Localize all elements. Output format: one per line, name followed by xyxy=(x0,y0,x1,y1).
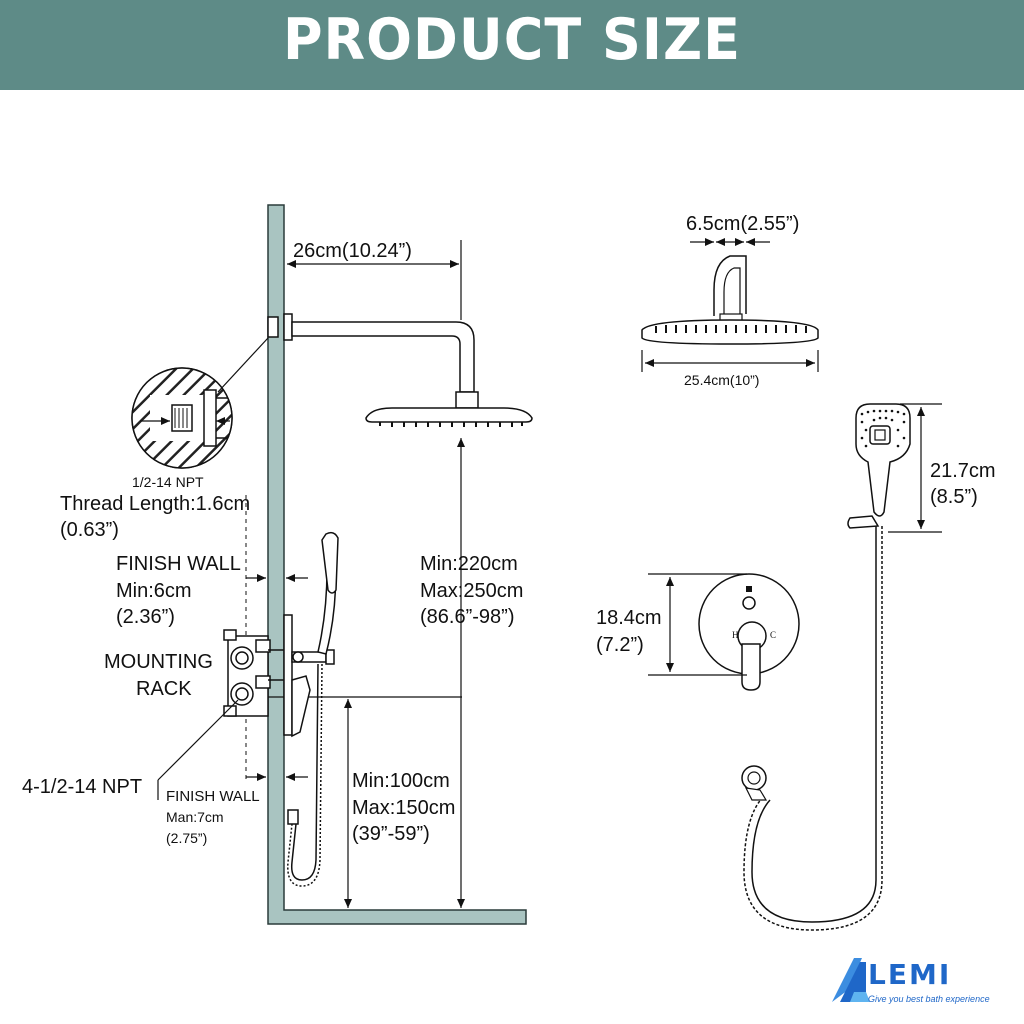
arm-length-label: 26cm(10.24”) xyxy=(293,240,412,262)
valve-trim-side xyxy=(283,531,339,825)
handheld-shower xyxy=(741,403,911,931)
rain-shower-head xyxy=(365,407,533,427)
head-diameter-label: 25.4cm(10”) xyxy=(684,372,760,388)
valve-height-inch: (39”-59”) xyxy=(352,823,430,845)
trim-diameter-inch-label: (7.2”) xyxy=(596,634,644,656)
wall xyxy=(267,204,527,925)
finish-wall-top-min: Min:6cm xyxy=(116,580,192,602)
showerhead-height-inch: (86.6”-98”) xyxy=(420,606,515,628)
brand-logo-mark xyxy=(832,958,870,1002)
svg-text:H: H xyxy=(732,630,739,640)
showerhead-height-max: Max:250cm xyxy=(420,580,524,602)
valve-trim-front: H C xyxy=(698,573,800,691)
trim-diameter-label: 18.4cm xyxy=(596,607,662,629)
thread-length-label: Thread Length:1.6cm xyxy=(60,493,251,515)
finish-wall-arrows xyxy=(246,574,308,781)
hose-left xyxy=(287,663,323,887)
thread-length-inch-label: (0.63”) xyxy=(60,519,119,541)
finish-wall-top-inch: (2.36”) xyxy=(116,606,175,628)
thread-detail-callout xyxy=(131,337,269,469)
outlet-npt-label: 4-1/2-14 NPT xyxy=(22,776,143,798)
brand-logo-text: LEMI xyxy=(868,958,952,991)
shower-arm xyxy=(267,313,479,409)
valve-height-max: Max:150cm xyxy=(352,797,456,819)
thread-type-label: 1/2-14 NPT xyxy=(132,474,204,490)
handheld-length-label: 21.7cm xyxy=(930,460,996,482)
mounting-rack-label-line2: RACK xyxy=(136,678,192,700)
handheld-length-inch-label: (8.5”) xyxy=(930,486,978,508)
arm-width-label: 6.5cm(2.55”) xyxy=(686,213,800,235)
handheld-length-dimension xyxy=(888,403,942,533)
header-banner: PRODUCT SIZE xyxy=(0,0,1024,90)
svg-text:C: C xyxy=(770,630,776,640)
brand-tagline: Give you best bath experience xyxy=(868,994,990,1004)
mounting-rack-label-line1: MOUNTING xyxy=(104,651,213,673)
head-diameter-dimension xyxy=(641,350,819,372)
finish-wall-bottom-label: FINISH WALL xyxy=(166,788,260,805)
valve-height-min: Min:100cm xyxy=(352,770,450,792)
finish-wall-bottom-inch: (2.75”) xyxy=(166,830,208,846)
page-title: PRODUCT SIZE xyxy=(282,6,742,73)
rain-head-top-view xyxy=(641,255,819,345)
arm-length-dimension xyxy=(287,240,462,320)
finish-wall-bottom-max: Man:7cm xyxy=(166,809,224,825)
npt-leader xyxy=(157,699,239,800)
showerhead-height-min: Min:220cm xyxy=(420,553,518,575)
trim-diameter-dimension xyxy=(648,573,747,676)
finish-wall-top-label: FINISH WALL xyxy=(116,553,241,575)
